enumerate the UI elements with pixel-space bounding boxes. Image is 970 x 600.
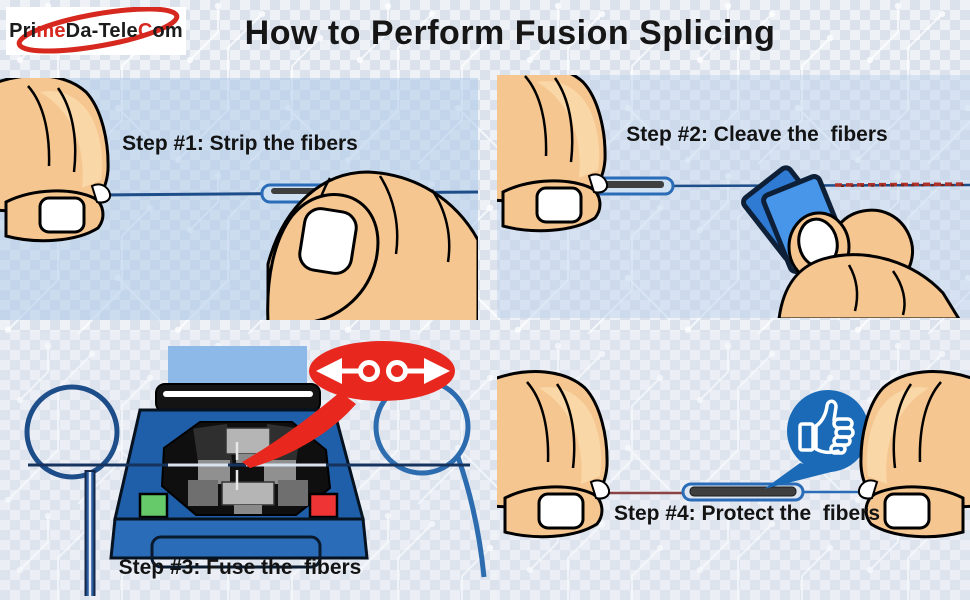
logo-seg-1: me: [36, 19, 66, 42]
logo-seg-3: C: [137, 19, 153, 42]
panel-step-4: Step #4: Protect the fibers: [497, 332, 970, 600]
lid-bar: [155, 383, 321, 413]
logo-seg-2: Da-Tele: [65, 19, 138, 42]
step4-illustration: [497, 370, 970, 539]
step2-illustration: [497, 75, 970, 318]
step1-illustration: [0, 78, 478, 320]
header: PrimeDa-TeleCom How to Perform Fusion Sp…: [0, 0, 970, 72]
thumb-nail: [298, 207, 358, 275]
logo-seg-0: Pri: [9, 19, 37, 42]
logo-text: PrimeDa-TeleCom: [9, 20, 183, 43]
green-button: [138, 492, 169, 519]
panel-step-2: Step #2: Cleave the fibers: [497, 75, 970, 318]
page-title: How to Perform Fusion Splicing: [244, 14, 776, 52]
right-fiber-tail: [455, 456, 487, 578]
approval-bubble: [764, 390, 869, 489]
red-button: [308, 492, 339, 519]
step2-label: Step #2: Cleave the fibers: [626, 123, 888, 146]
logo-seg-4: om: [152, 19, 183, 42]
left-hand: [0, 78, 112, 243]
step1-label: Step #1: Strip the fibers: [122, 132, 358, 155]
protection-sleeve: [681, 482, 805, 502]
panel-step-1: Step #1: Strip the fibers: [0, 78, 478, 320]
step3-label: Step #3: Fuse the fibers: [118, 556, 362, 579]
primeda-telecom-logo: PrimeDa-TeleCom: [6, 7, 186, 55]
step4-label: Step #4: Protect the fibers: [613, 502, 881, 525]
panel-step-3: Step #3: Fuse the fibers: [0, 332, 490, 600]
left-hand: [497, 75, 609, 233]
